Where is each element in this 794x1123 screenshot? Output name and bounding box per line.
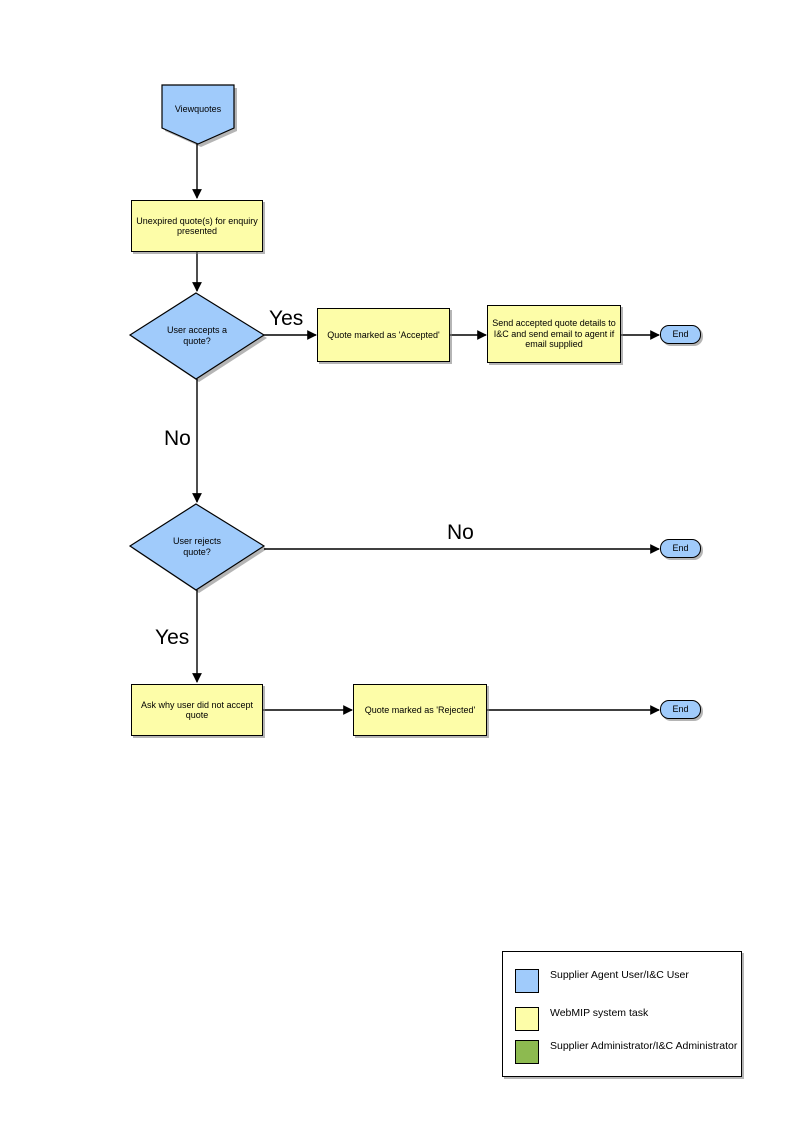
process-quote-accepted[interactable]: Quote marked as 'Accepted': [317, 308, 450, 362]
legend-label-administrator: Supplier Administrator/I&C Administrator: [550, 1040, 738, 1052]
decision-user-rejects-quote[interactable]: User rejects quote?: [130, 504, 264, 590]
decision-user-accepts-quote[interactable]: User accepts a quote?: [130, 293, 264, 379]
end-node-rejected-label: End: [672, 704, 689, 715]
legend-label-actor-user: Supplier Agent User/I&C User: [550, 969, 689, 981]
process-quote-rejected[interactable]: Quote marked as 'Rejected': [353, 684, 487, 736]
end-node-no-action-label: End: [672, 543, 689, 554]
legend-item-supplier-agent-user: Supplier Agent User/I&C User: [515, 969, 689, 993]
edge-label-d2-yes: Yes: [155, 626, 190, 649]
legend-item-supplier-administrator: Supplier Administrator/I&C Administrator: [515, 1040, 737, 1064]
start-node[interactable]: Viewquotes: [162, 85, 234, 144]
end-node-rejected[interactable]: End: [660, 700, 701, 719]
decision-2-shape: [128, 503, 266, 591]
process-ask-why-not-accepted-label: Ask why user did not accept quote: [140, 699, 254, 720]
legend-panel: Supplier Agent User/I&C User WebMIP syst…: [502, 951, 742, 1077]
process-quote-accepted-label: Quote marked as 'Accepted': [327, 329, 440, 340]
edge-label-d1-yes: Yes: [269, 307, 304, 330]
process-send-accepted-details[interactable]: Send accepted quote details to I&C and s…: [487, 305, 621, 363]
edge-label-d2-no: No: [447, 521, 474, 544]
process-send-accepted-details-label: Send accepted quote details to I&C and s…: [492, 318, 616, 350]
decision-user-rejects-quote-label: User rejects quote?: [172, 536, 221, 557]
decision-user-accepts-quote-label: User accepts a quote?: [166, 325, 228, 346]
start-node-label: Viewquotes: [174, 103, 222, 114]
legend-swatch-system-task: [515, 1007, 539, 1031]
edge-label-d1-no: No: [164, 427, 191, 450]
end-node-no-action[interactable]: End: [660, 539, 701, 558]
end-node-accepted-label: End: [672, 329, 689, 340]
legend-swatch-actor-user: [515, 969, 539, 993]
process-ask-why-not-accepted[interactable]: Ask why user did not accept quote: [131, 684, 263, 736]
process-quote-rejected-label: Quote marked as 'Rejected': [364, 704, 476, 715]
end-node-accepted[interactable]: End: [660, 325, 701, 344]
legend-item-webmip-system-task: WebMIP system task: [515, 1007, 648, 1031]
legend-swatch-administrator: [515, 1040, 539, 1064]
start-node-shape: [161, 84, 235, 145]
process-unexpired-quotes[interactable]: Unexpired quote(s) for enquiry presented: [131, 200, 263, 252]
decision-1-shape: [128, 292, 266, 380]
legend-label-system-task: WebMIP system task: [550, 1007, 649, 1019]
process-unexpired-quotes-label: Unexpired quote(s) for enquiry presented: [136, 215, 258, 236]
